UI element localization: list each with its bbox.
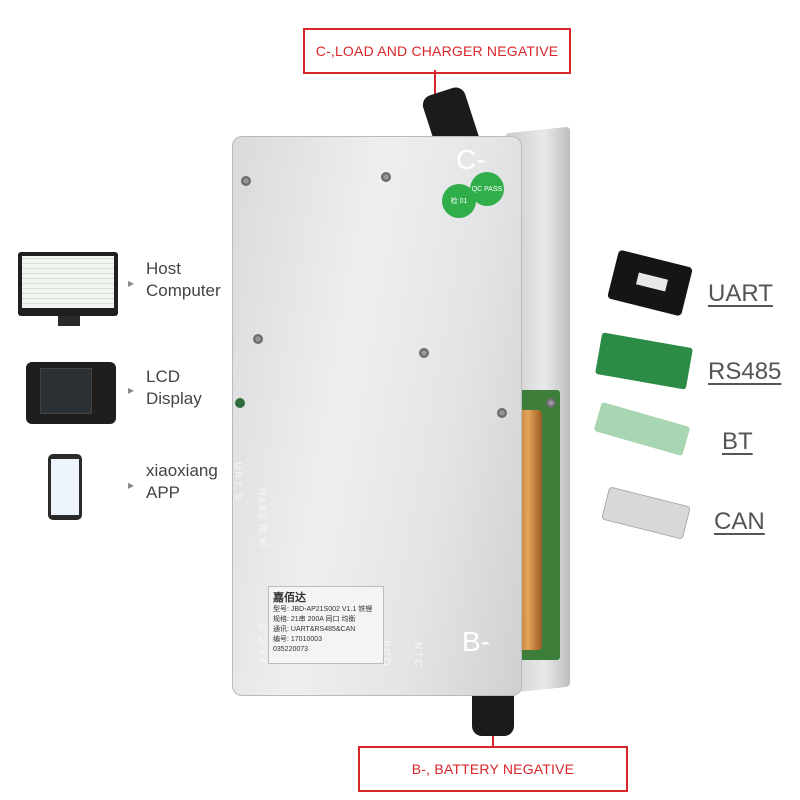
battery-negative-callout: B-, BATTERY NEGATIVE [358,746,628,792]
bt-label: BT [722,428,753,455]
sticker-line: 通讯: UART&RS485&CAN [273,626,356,633]
sticker-line: 型号: JBD-AP21S002 V1.1 铁锂 [273,606,373,613]
screw-icon [381,172,391,182]
arrow-right-icon: ▸ [128,383,135,397]
product-sticker: 嘉佰达 型号: JBD-AP21S002 V1.1 铁锂 规格: 21串 200… [268,586,384,664]
phone-app-screen [51,459,79,515]
lcd-display-screen [40,368,92,414]
arrow-right-icon: ▸ [128,478,135,492]
host-computer-label: Host Computer [146,259,221,300]
c-minus-marking: C- [456,144,486,175]
sticker-brand: 嘉佰达 [273,592,306,604]
port-label-bco: BCO [380,640,391,668]
bottom-callout-line [492,730,494,746]
port-label-uart: URT S [232,462,243,502]
bt-board-icon [593,401,691,457]
host-computer-screen [22,256,114,308]
uart-label: UART [708,280,773,307]
can-label: CAN [714,508,765,535]
lcd-display-label: LCD Display [146,367,202,408]
sticker-serial: 035220073 [273,646,309,653]
screw-icon [546,398,556,408]
rs485-label: RS485 [708,358,782,385]
screw-icon [419,348,429,358]
screw-icon [253,334,263,344]
arrow-right-icon: ▸ [128,276,135,290]
sticker-line: 规格: 21串 200A 同口 均衡 [273,616,356,623]
xiaoxiang-app-label: xiaoxiang APP [146,461,218,502]
screw-icon [241,176,251,186]
can-adapter-icon [601,486,691,540]
load-charger-negative-label: C-,LOAD AND CHARGER NEGATIVE [315,43,559,59]
sticker-line: 编号: 17010003 [273,636,323,643]
port-label-rs485-switch: R485 开关 [256,488,267,549]
b-minus-marking: B- [462,626,490,657]
top-callout-line [434,70,436,100]
port-label-b2: B 2 +4 [256,624,267,666]
qc-pass-seal-icon: QC PASS [470,172,504,206]
monitor-stand [58,316,80,326]
port-label-ntc: NTC [412,642,423,669]
load-charger-negative-callout: C-,LOAD AND CHARGER NEGATIVE [303,28,571,74]
battery-negative-label: B-, BATTERY NEGATIVE [411,761,575,777]
rs485-board-icon [595,332,693,390]
status-led-icon [235,398,245,408]
screw-icon [497,408,507,418]
